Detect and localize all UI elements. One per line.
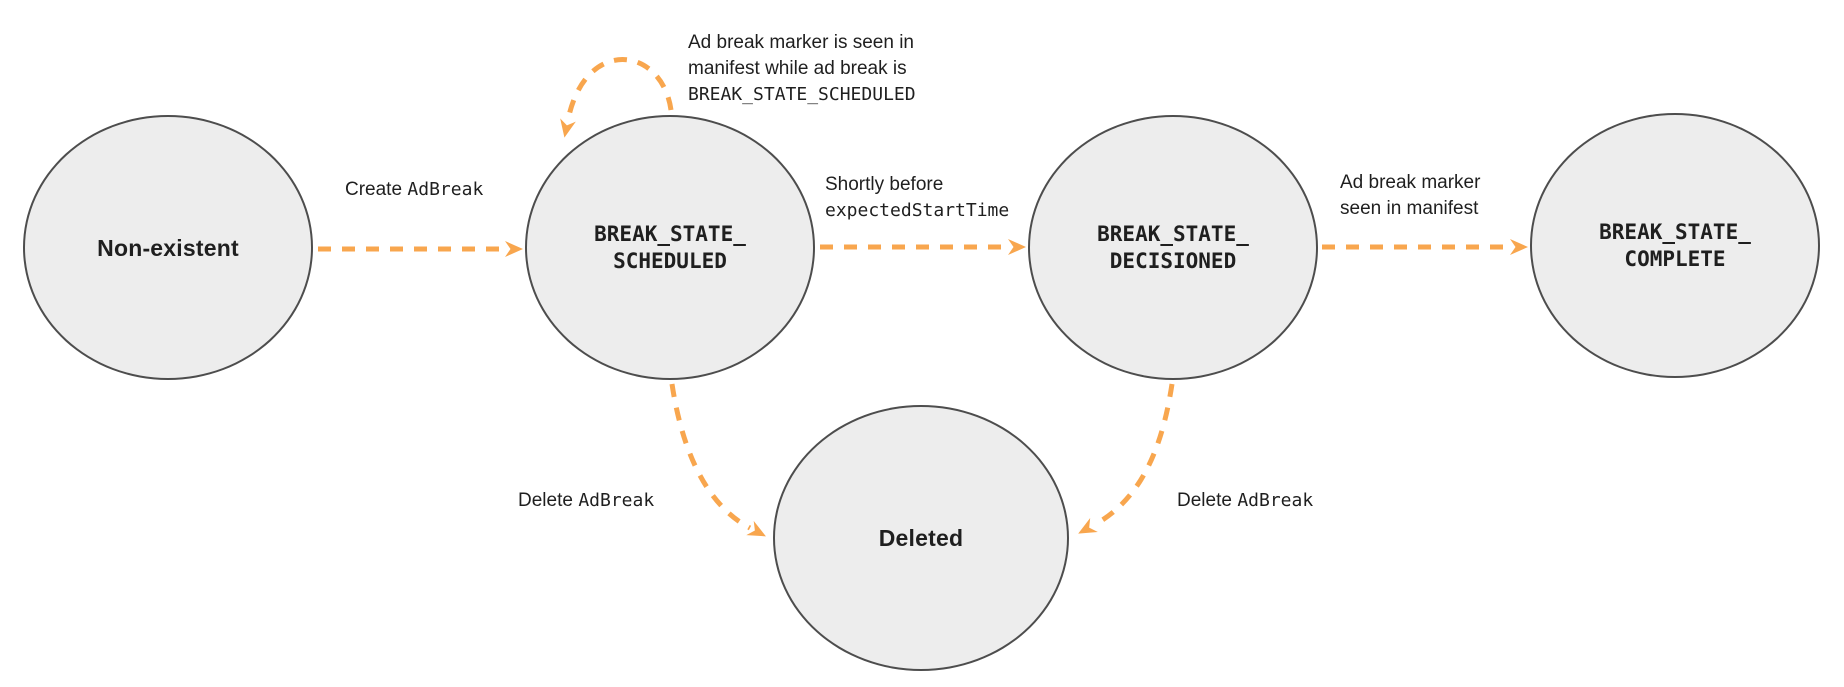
state-label: Deleted	[878, 525, 964, 551]
edge-label-code: BREAK_STATE_SCHEDULED	[688, 84, 916, 105]
edge-label-line2: seen in manifest	[1340, 198, 1479, 219]
state-node-break-state-scheduled: BREAK_STATE_ SCHEDULED	[525, 115, 815, 380]
arrow-self-loop-scheduled	[560, 57, 674, 138]
state-label-line2: SCHEDULED	[613, 248, 727, 273]
state-label-line1: BREAK_STATE_	[1097, 221, 1249, 246]
edge-label-line1: Ad break marker is seen in	[688, 32, 914, 53]
edge-label-text: Create	[345, 179, 403, 200]
state-label-line2: DECISIONED	[1109, 248, 1237, 273]
edge-label-code: AdBreak	[578, 490, 655, 511]
state-node-deleted: Deleted	[773, 405, 1069, 671]
state-label-line2: COMPLETE	[1624, 246, 1726, 271]
arrow-delete-from-decisioned	[1078, 383, 1175, 534]
edge-label-line1: Shortly before	[825, 174, 944, 195]
state-node-non-existent: Non-existent	[23, 115, 313, 380]
edge-label-marker-seen: Ad break marker seen in manifest	[1340, 170, 1480, 222]
state-node-break-state-decisioned: BREAK_STATE_ DECISIONED	[1028, 115, 1318, 380]
state-label: Non-existent	[97, 234, 239, 261]
edge-label-code: AdBreak	[1237, 490, 1314, 511]
state-label-line1: BREAK_STATE_	[1599, 219, 1751, 244]
edge-label-self-loop: Ad break marker is seen in manifest whil…	[688, 30, 916, 108]
edge-label-code: expectedStartTime	[825, 200, 1010, 221]
edge-label-text: Delete	[1177, 490, 1232, 511]
arrow-delete-from-scheduled	[669, 383, 766, 537]
edge-label-code: AdBreak	[407, 179, 484, 200]
state-label-line1: BREAK_STATE_	[594, 221, 746, 246]
edge-label-line1: Ad break marker	[1340, 172, 1481, 193]
edge-label-shortly-before: Shortly before expectedStartTime	[825, 172, 1009, 224]
edge-label-text: Delete	[518, 490, 573, 511]
state-node-break-state-complete: BREAK_STATE_ COMPLETE	[1530, 113, 1820, 378]
edge-label-line2: manifest while ad break is	[688, 58, 907, 79]
